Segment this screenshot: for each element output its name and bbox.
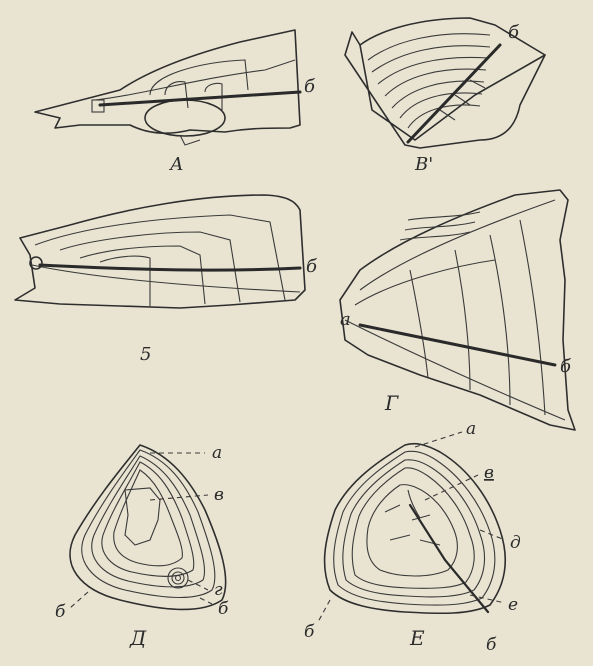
figure-e-label-d: д bbox=[510, 533, 521, 553]
figure-e-label-a: а bbox=[466, 419, 476, 439]
figure-g-axis bbox=[360, 325, 555, 365]
figure-v-outline bbox=[345, 32, 545, 148]
figure-d-label-v: в bbox=[214, 485, 224, 505]
figure-d-label-a: а bbox=[212, 443, 222, 463]
figure-g-outline bbox=[340, 190, 575, 430]
figure-a-label-b: б bbox=[304, 76, 316, 97]
figure-g-label-b: б bbox=[560, 356, 572, 377]
figure-d-caption: Д bbox=[129, 626, 147, 650]
figure-b-caption: 5 bbox=[140, 344, 151, 365]
figure-b-outline bbox=[15, 195, 305, 308]
figure-e-label-b-right: б bbox=[486, 635, 497, 655]
figure-g: а б Г bbox=[340, 190, 575, 430]
figure-d-label-b-right: б bbox=[218, 599, 229, 619]
figure-a-outline bbox=[35, 30, 300, 133]
figure-e-label-e: е bbox=[508, 595, 518, 615]
figure-b-label-b: б bbox=[306, 256, 318, 277]
figure-v-label-b: б bbox=[508, 22, 520, 43]
figure-g-caption: Г bbox=[384, 391, 399, 415]
figure-e-caption: Е bbox=[409, 626, 425, 650]
figure-v-caption: В' bbox=[414, 154, 433, 175]
figure-e: а в д е б б Е bbox=[304, 419, 521, 655]
figure-b: б 5 bbox=[15, 195, 318, 365]
figure-d-label-g: г bbox=[214, 580, 223, 600]
figure-d: а в г б б Д bbox=[55, 443, 229, 650]
figure-e-label-v: в bbox=[484, 463, 494, 483]
figure-a-caption: А bbox=[168, 154, 184, 175]
figure-a: б А bbox=[35, 30, 316, 175]
figure-d-label-b-left: б bbox=[55, 602, 66, 622]
figure-e-label-b-left: б bbox=[304, 622, 315, 642]
figure-v: б В' bbox=[345, 18, 545, 175]
figure-b-axis bbox=[40, 265, 300, 270]
figure-v-axis bbox=[408, 45, 500, 142]
figure-g-label-a: а bbox=[340, 309, 351, 330]
